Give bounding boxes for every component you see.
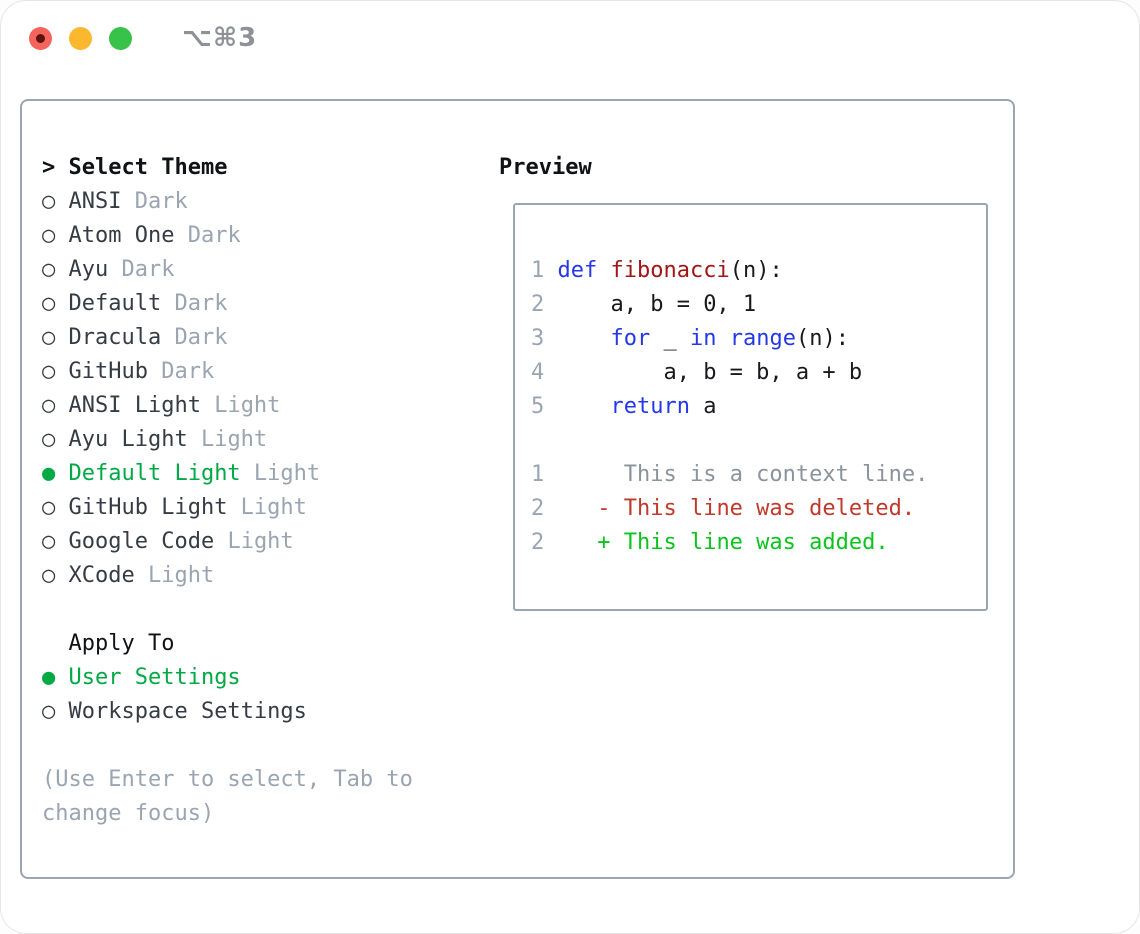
radio-icon: ○ — [42, 291, 56, 316]
apply-item-label: User Settings — [55, 665, 241, 690]
theme-name: Default Light — [55, 461, 241, 486]
theme-variant-tag: Light — [240, 461, 321, 486]
blank-line — [531, 424, 986, 458]
apply-item-user-settings[interactable]: ● User Settings — [42, 661, 492, 695]
theme-name: GitHub Light — [55, 495, 228, 520]
apply-to-list: ● User Settings○ Workspace Settings — [42, 661, 492, 729]
radio-icon: ○ — [42, 495, 56, 520]
theme-item-ayu[interactable]: ○ Ayu Dark — [42, 253, 492, 287]
theme-variant-tag: Dark — [161, 291, 228, 316]
apply-item-workspace-settings[interactable]: ○ Workspace Settings — [42, 695, 492, 729]
diff-context-line: 1 This is a context line. — [531, 462, 929, 487]
theme-name: Dracula — [55, 325, 162, 350]
code-line: 4 a, b = b, a + b — [531, 360, 863, 385]
theme-item-default[interactable]: ○ Default Dark — [42, 287, 492, 321]
theme-list-title: Select Theme — [68, 155, 228, 180]
theme-column: > Select Theme ○ ANSI Dark○ Atom One Dar… — [42, 151, 492, 831]
selected-radio-icon: ● — [42, 461, 56, 486]
theme-item-ansi-light[interactable]: ○ ANSI Light Light — [42, 389, 492, 423]
radio-icon: ○ — [42, 427, 56, 452]
theme-name: XCode — [55, 563, 135, 588]
theme-item-ansi[interactable]: ○ ANSI Dark — [42, 185, 492, 219]
zoom-button[interactable] — [109, 26, 132, 50]
theme-name: Ayu Light — [55, 427, 188, 452]
theme-variant-tag: Dark — [108, 257, 175, 282]
theme-variant-tag: Dark — [174, 223, 241, 248]
theme-picker-panel: > Select Theme ○ ANSI Dark○ Atom One Dar… — [20, 99, 1015, 879]
theme-variant-tag: Light — [227, 495, 307, 520]
code-line: 3 for _ in range(n): — [531, 326, 849, 351]
select-theme-header: > Select Theme — [42, 151, 492, 185]
apply-to-title: Apply To — [68, 631, 175, 656]
theme-variant-tag: Dark — [161, 325, 228, 350]
window-shortcut-label: ⌥⌘3 — [182, 23, 258, 53]
theme-variant-tag: Light — [187, 427, 268, 452]
radio-icon: ○ — [42, 529, 56, 554]
spacer — [42, 593, 492, 627]
theme-name: Default — [55, 291, 162, 316]
cursor-icon: > — [42, 155, 56, 180]
theme-list: ○ ANSI Dark○ Atom One Dark○ Ayu Dark○ De… — [42, 185, 492, 593]
theme-name: ANSI — [55, 189, 122, 214]
theme-variant-tag: Dark — [121, 189, 188, 214]
apply-to-header: Apply To — [42, 627, 492, 661]
help-text: (Use Enter to select, Tab to change focu… — [42, 767, 413, 826]
theme-name: Atom One — [55, 223, 175, 248]
spacer — [42, 729, 492, 763]
diff-deleted-line: 2 - This line was deleted. — [531, 496, 916, 521]
theme-name: ANSI Light — [55, 393, 201, 418]
radio-icon: ○ — [42, 393, 56, 418]
theme-name: GitHub — [55, 359, 148, 384]
theme-variant-tag: Light — [214, 529, 294, 554]
radio-icon: ○ — [42, 359, 56, 384]
preview-title: Preview — [499, 155, 592, 180]
close-button[interactable] — [29, 26, 52, 50]
theme-item-ayu-light[interactable]: ○ Ayu Light Light — [42, 423, 492, 457]
minimize-button[interactable] — [69, 26, 92, 50]
theme-item-google-code[interactable]: ○ Google Code Light — [42, 525, 492, 559]
theme-item-xcode[interactable]: ○ XCode Light — [42, 559, 492, 593]
code-line: 2 a, b = 0, 1 — [531, 292, 757, 317]
theme-item-github-light[interactable]: ○ GitHub Light Light — [42, 491, 492, 525]
theme-variant-tag: Light — [200, 393, 281, 418]
radio-icon: ○ — [42, 223, 56, 248]
code-line: 1 def fibonacci(n): — [531, 258, 783, 283]
selected-radio-icon: ● — [42, 665, 56, 690]
radio-icon: ○ — [42, 563, 56, 588]
theme-item-atom-one[interactable]: ○ Atom One Dark — [42, 219, 492, 253]
theme-variant-tag: Light — [134, 563, 215, 588]
diff-added-line: 2 + This line was added. — [531, 530, 889, 555]
apply-item-label: Workspace Settings — [55, 699, 307, 724]
radio-icon: ○ — [42, 325, 56, 350]
code-line: 5 return a — [531, 394, 717, 419]
theme-name: Ayu — [55, 257, 109, 282]
titlebar: ⌥⌘3 — [29, 23, 258, 53]
theme-item-dracula[interactable]: ○ Dracula Dark — [42, 321, 492, 355]
theme-item-github[interactable]: ○ GitHub Dark — [42, 355, 492, 389]
theme-name: Google Code — [55, 529, 215, 554]
radio-icon: ○ — [42, 189, 56, 214]
close-dot-icon — [36, 33, 45, 43]
radio-icon: ○ — [42, 699, 56, 724]
theme-item-default-light[interactable]: ● Default Light Light — [42, 457, 492, 491]
radio-icon: ○ — [42, 257, 56, 282]
preview-box: 1 def fibonacci(n): 2 a, b = 0, 1 3 for _ … — [513, 203, 988, 611]
theme-variant-tag: Dark — [147, 359, 215, 384]
